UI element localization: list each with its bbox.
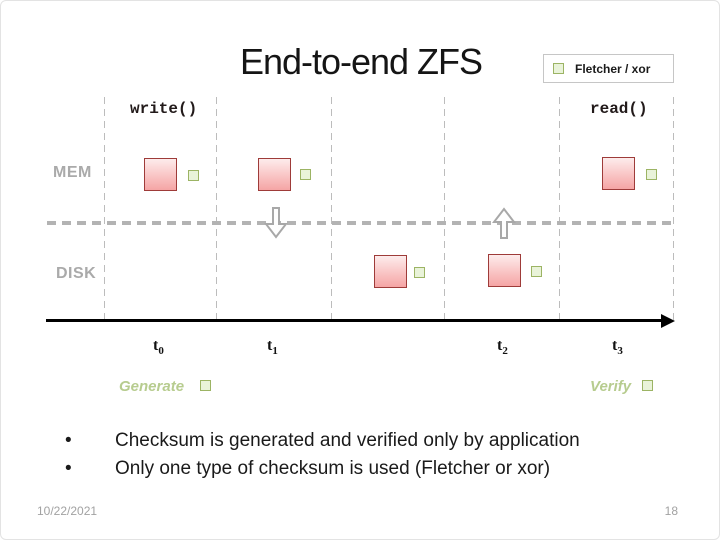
tick-t2: t2 xyxy=(497,337,508,358)
timeline-axis xyxy=(46,319,664,322)
tick-t3: t3 xyxy=(612,337,623,358)
checksum-icon-verify xyxy=(642,380,653,391)
checksum-icon-disk-2 xyxy=(531,266,542,277)
checksum-icon-mem-1 xyxy=(188,170,199,181)
checksum-swatch-icon xyxy=(553,63,564,74)
arrow-down-write-to-disk-icon xyxy=(264,207,288,239)
mem-row-label: MEM xyxy=(53,164,92,181)
slide-page-number: 18 xyxy=(664,504,678,518)
verify-label: Verify xyxy=(590,378,632,395)
checksum-legend: Fletcher / xor xyxy=(543,54,674,83)
data-block-mem-write-1 xyxy=(144,158,177,191)
write-call-label: write() xyxy=(130,100,198,118)
checksum-icon-disk-1 xyxy=(414,267,425,278)
disk-row-label: DISK xyxy=(56,265,97,282)
read-call-label: read() xyxy=(590,100,648,118)
bullet-marker: • xyxy=(65,457,72,479)
bullet-text: Checksum is generated and verified only … xyxy=(115,430,580,451)
slide-date: 10/22/2021 xyxy=(37,504,98,518)
tick-t0: t0 xyxy=(153,337,164,358)
legend-label: Fletcher / xor xyxy=(575,61,651,76)
bullet-item: • Checksum is generated and verified onl… xyxy=(65,427,580,455)
gridline-t0-start xyxy=(104,97,105,321)
data-block-disk-2 xyxy=(488,254,521,287)
gridline-t2-end xyxy=(559,97,560,321)
data-block-mem-write-2 xyxy=(258,158,291,191)
checksum-icon-generate xyxy=(200,380,211,391)
arrow-up-disk-to-read-icon xyxy=(492,207,516,239)
bullet-list: • Checksum is generated and verified onl… xyxy=(65,427,580,482)
timeline-arrowhead-icon xyxy=(661,313,675,328)
gridline-t2-start xyxy=(444,97,445,321)
mem-disk-boundary-line xyxy=(47,221,674,225)
generate-label: Generate xyxy=(119,378,185,395)
checksum-icon-mem-2 xyxy=(300,169,311,180)
data-block-mem-read xyxy=(602,157,635,190)
gridline-t1-end xyxy=(331,97,332,321)
bullet-text: Only one type of checksum is used (Fletc… xyxy=(115,457,551,479)
bullet-item: • Only one type of checksum is used (Fle… xyxy=(65,455,580,483)
gridline-t0-end xyxy=(216,97,217,321)
bullet-marker: • xyxy=(65,430,72,451)
tick-t1: t1 xyxy=(267,337,278,358)
checksum-icon-mem-read xyxy=(646,169,657,180)
data-block-disk-1 xyxy=(374,255,407,288)
gridline-t3-end xyxy=(673,97,674,321)
slide-title: End-to-end ZFS xyxy=(239,41,483,82)
